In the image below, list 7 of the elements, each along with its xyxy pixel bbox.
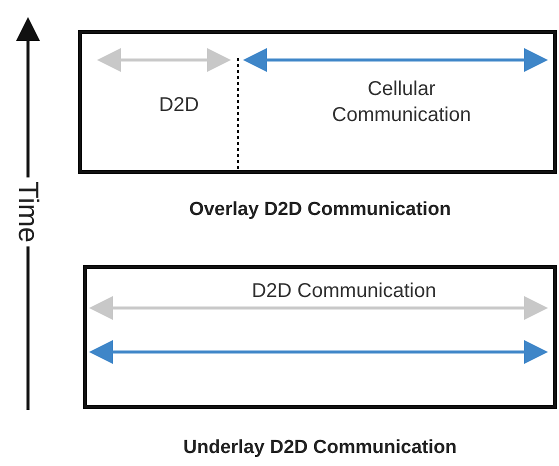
span-label: Cellular Communication bbox=[331, 77, 472, 128]
panel-heading: Overlay D2D Communication bbox=[188, 199, 452, 221]
frame-box bbox=[78, 30, 557, 174]
panel-heading: Underlay D2D Communication bbox=[182, 437, 458, 459]
span-label: D2D Communication bbox=[250, 279, 438, 304]
span-label: D2D bbox=[158, 93, 200, 118]
frame-box bbox=[83, 265, 557, 409]
